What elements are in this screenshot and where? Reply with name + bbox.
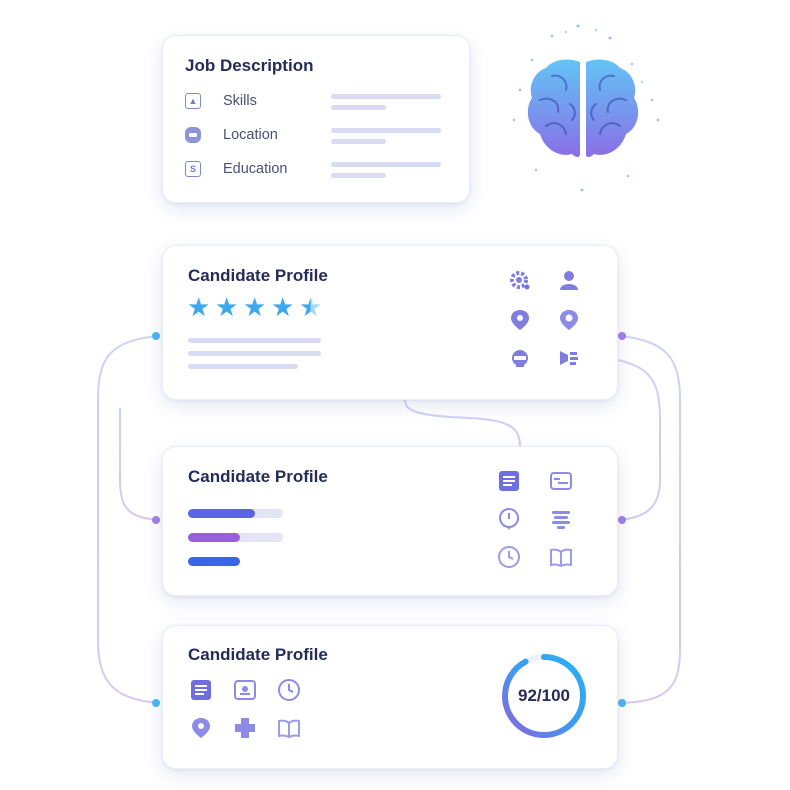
- skill-bar-fill: [188, 557, 240, 566]
- education-icon: S: [185, 161, 201, 177]
- badge-icon: [512, 350, 528, 367]
- candidate-profile-title: Candidate Profile: [188, 645, 328, 664]
- candidate-profile-title: Candidate Profile: [188, 467, 328, 486]
- rating-star: ★: [187, 292, 211, 322]
- job-item-label: Skills: [223, 93, 257, 109]
- skill-bar-fill: [188, 533, 240, 542]
- map-pin-icon: [192, 718, 210, 738]
- id-card-icon: [550, 472, 572, 490]
- candidate-profile-card-1: Candidate Profile ★★★★★: [162, 245, 618, 400]
- job-item-education: S Education: [185, 158, 288, 180]
- clock-icon: [278, 679, 300, 701]
- id-badge-icon: [234, 680, 256, 700]
- placeholder-line: [331, 94, 441, 99]
- pin-clock-icon: [499, 508, 519, 530]
- map-pin-icon: [511, 310, 529, 330]
- job-item-label: Location: [223, 127, 278, 143]
- candidate-profile-card-3: Candidate Profile 92/100: [162, 625, 618, 769]
- placeholder-line: [331, 139, 386, 144]
- placeholder-line: [188, 338, 321, 343]
- job-description-title: Job Description: [185, 56, 314, 75]
- skill-bar-fill: [188, 509, 255, 518]
- score-ring-progress: [502, 654, 586, 738]
- person-icon: [560, 271, 578, 290]
- book-icon: [550, 548, 572, 568]
- document-icon: [191, 680, 211, 700]
- stack-icon: [552, 511, 570, 529]
- score-ring: 92/100: [499, 651, 589, 741]
- brain-icon: [512, 24, 660, 192]
- connector-left-outer: [97, 335, 161, 704]
- placeholder-line: [331, 173, 386, 178]
- rating-star: ★: [271, 292, 295, 322]
- location-icon: [185, 127, 201, 143]
- skills-icon: ▲: [185, 93, 201, 109]
- connector-left-inner: [119, 408, 161, 521]
- book-icon: [278, 719, 300, 739]
- rating-star: ★: [243, 292, 267, 322]
- candidate-profile-title: Candidate Profile: [188, 266, 328, 285]
- map-pin-outline-icon: [560, 310, 578, 330]
- placeholder-line: [188, 351, 321, 356]
- placeholder-line: [331, 105, 386, 110]
- connector-right-outer: [617, 335, 681, 704]
- job-item-location: Location: [185, 124, 278, 146]
- clock-icon: [498, 546, 520, 568]
- placeholder-line: [188, 364, 298, 369]
- rating-star: ★: [215, 292, 239, 322]
- placeholder-line: [331, 128, 441, 133]
- connector-right-inner: [617, 359, 661, 521]
- job-item-label: Education: [223, 161, 288, 177]
- settings-icon: [510, 271, 530, 290]
- placeholder-line: [331, 162, 441, 167]
- megaphone-icon: [560, 351, 578, 365]
- connector-center: [404, 399, 521, 447]
- medical-cross-icon: [235, 718, 255, 738]
- job-description-card: Job Description ▲ Skills Location S Educ…: [162, 35, 470, 203]
- candidate-profile-card-2: Candidate Profile: [162, 446, 618, 596]
- score-value: 92/100: [518, 686, 570, 705]
- rating-star: ★: [299, 292, 323, 322]
- job-item-skills: ▲ Skills: [185, 90, 257, 112]
- document-icon: [499, 471, 519, 491]
